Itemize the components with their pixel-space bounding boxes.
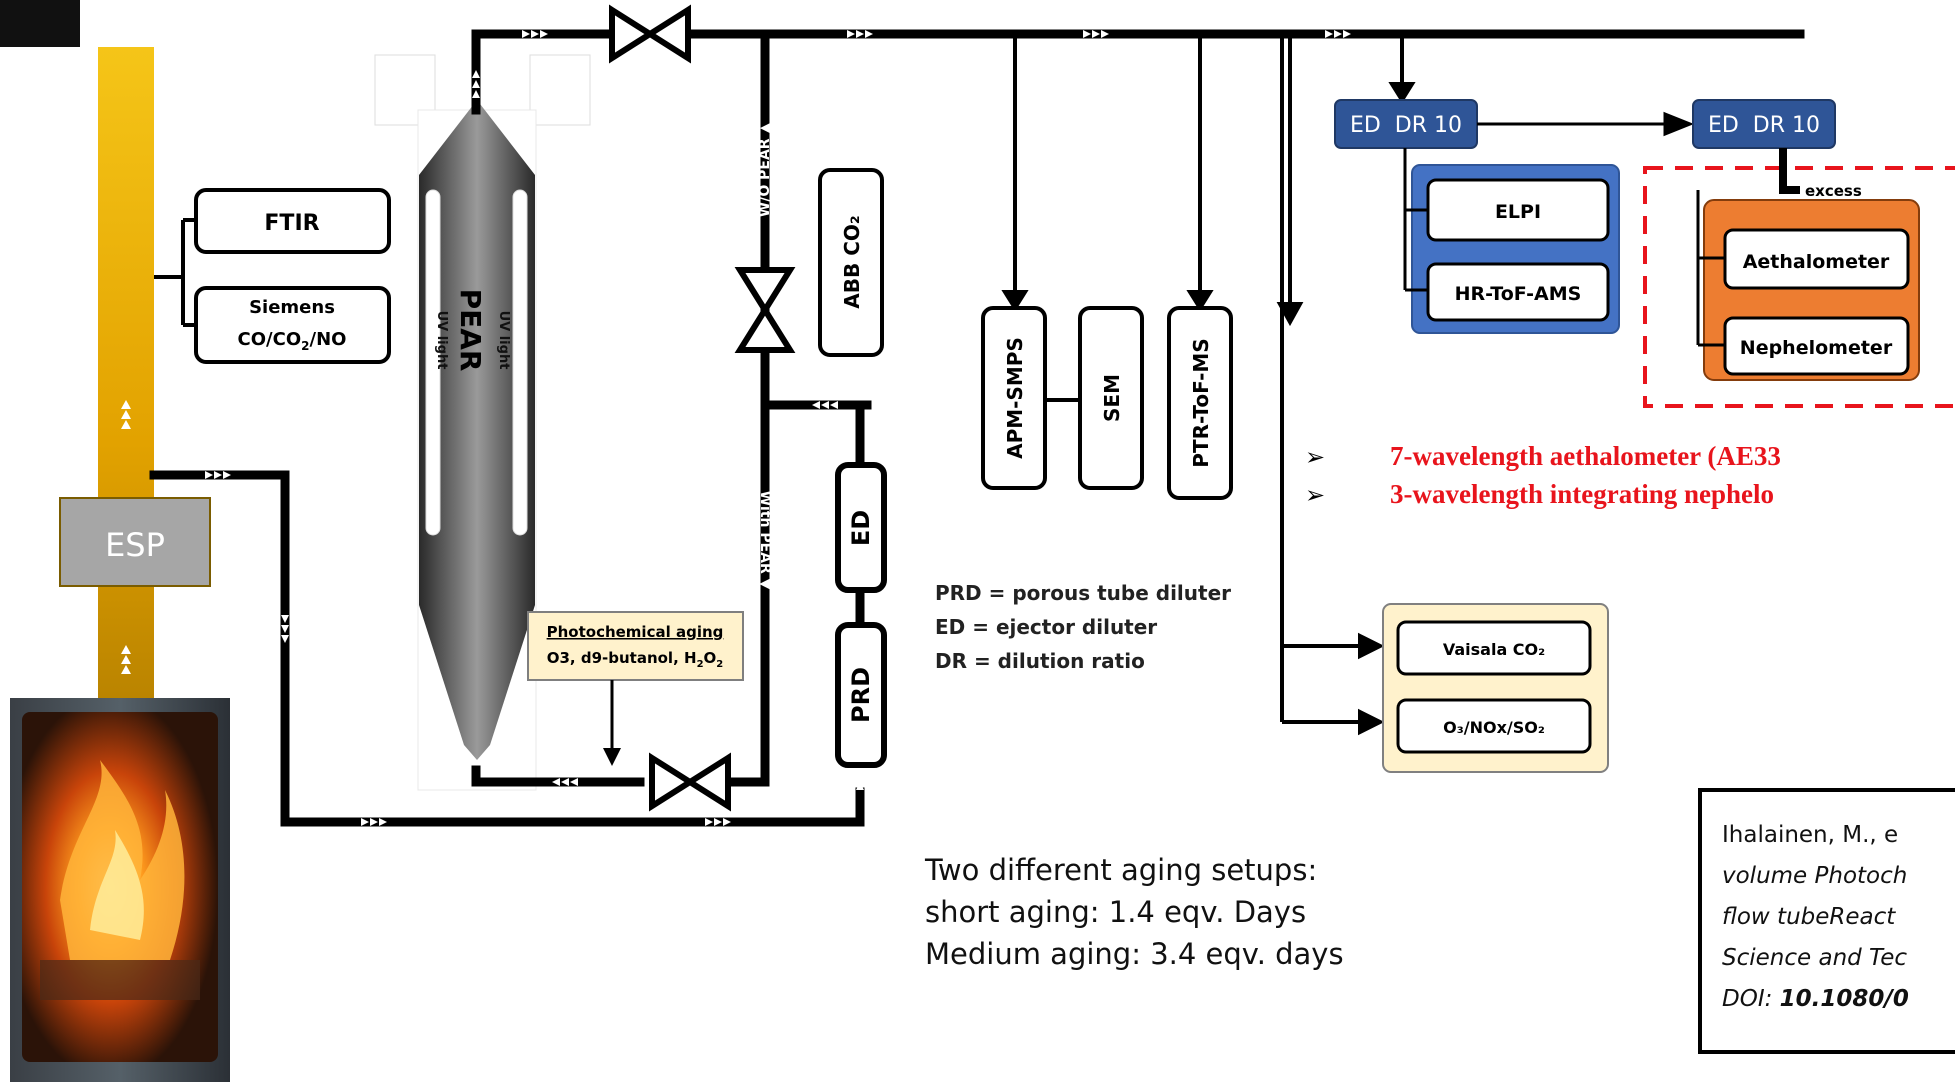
aging-setups-line1: Two different aging setups: bbox=[924, 853, 1317, 887]
valve-top bbox=[612, 10, 688, 58]
reference-line3: flow tubeReact bbox=[1722, 904, 1896, 930]
o3-nox-so2-label: O₃/NOx/SO₂ bbox=[1443, 718, 1545, 737]
stove-fire-photo bbox=[10, 698, 230, 1082]
ed-branch-arrow bbox=[1392, 34, 1412, 100]
uv-light-right-label: UV light bbox=[496, 311, 511, 370]
bullet-text-2: 3-wavelength integrating nephelo bbox=[1390, 479, 1774, 509]
gas-analyzer-bracket bbox=[154, 220, 196, 325]
reference-line2: volume Photoch bbox=[1722, 863, 1907, 889]
uv-light-left-label: UV light bbox=[434, 311, 449, 370]
ed-to-ed-arrow bbox=[1477, 114, 1690, 134]
siemens-label-line1: Siemens bbox=[249, 297, 335, 318]
reference-line1: Ihalainen, M., e bbox=[1722, 822, 1898, 848]
valve-vertical bbox=[740, 270, 790, 350]
reference-line4: Science and Tec bbox=[1722, 945, 1907, 971]
wo-pear-label: W/O PEAR ▲ bbox=[757, 123, 773, 218]
photochemical-arrow bbox=[603, 680, 621, 766]
ed-dr10-label-2: ED DR 10 bbox=[1708, 113, 1820, 138]
photochemical-aging-title: Photochemical aging bbox=[547, 623, 724, 641]
ptr-tof-ms-label: PTR-ToF-MS bbox=[1189, 338, 1213, 467]
abb-co2-label: ABB CO₂ bbox=[840, 215, 864, 308]
apm-smps-label: APM-SMPS bbox=[1003, 337, 1027, 459]
esp-label: ESP bbox=[105, 526, 165, 564]
ftir-label: FTIR bbox=[264, 211, 319, 236]
branch-arrows-mid bbox=[1005, 34, 1300, 322]
reference-line5: DOI: 10.1080/0 bbox=[1722, 986, 1909, 1012]
pear-label: PEAR bbox=[454, 289, 487, 372]
vaisala-co2-label: Vaisala CO₂ bbox=[1443, 640, 1545, 659]
aethalometer-label: Aethalometer bbox=[1743, 251, 1890, 273]
ed-label: ED bbox=[847, 510, 875, 546]
aging-setups-line3: Medium aging: 3.4 eqv. days bbox=[925, 937, 1344, 971]
sem-label: SEM bbox=[1100, 374, 1124, 422]
bullet-arrow-1: ➢ bbox=[1305, 443, 1325, 471]
bullet-text-1: 7-wavelength aethalometer (AE33 bbox=[1390, 441, 1781, 471]
aging-setups-line2: short aging: 1.4 eqv. Days bbox=[925, 895, 1306, 929]
siemens-label-line2: CO/CO2/NO bbox=[238, 329, 347, 353]
legend-prd: PRD = porous tube diluter bbox=[935, 581, 1231, 605]
excess-label: excess bbox=[1805, 182, 1862, 200]
hr-tof-ams-label: HR-ToF-AMS bbox=[1455, 283, 1582, 305]
prd-label: PRD bbox=[847, 667, 875, 723]
legend-ed: ED = ejector diluter bbox=[935, 615, 1157, 639]
with-pear-label: With PEAR ▼ bbox=[757, 491, 773, 590]
legend-dr: DR = dilution ratio bbox=[935, 649, 1145, 673]
chimney bbox=[98, 47, 154, 707]
ed-dr10-label-1: ED DR 10 bbox=[1350, 113, 1462, 138]
valve-bottom bbox=[652, 758, 728, 806]
bullet-arrow-2: ➢ bbox=[1305, 481, 1325, 509]
corner-block bbox=[0, 0, 80, 47]
nephelometer-label: Nephelometer bbox=[1740, 337, 1893, 359]
elpi-label: ELPI bbox=[1495, 201, 1541, 223]
